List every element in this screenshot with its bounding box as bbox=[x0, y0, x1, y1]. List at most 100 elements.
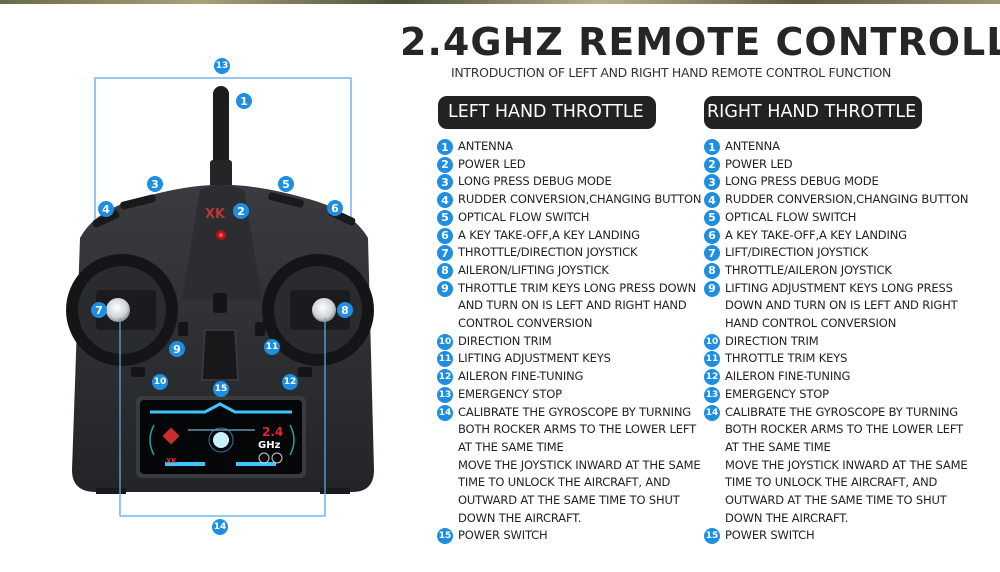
item-text: POWER SWITCH bbox=[458, 528, 548, 543]
item-text: OUTWARD AT THE SAME TIME TO SHUT bbox=[458, 493, 680, 508]
number-badge-icon: 1 bbox=[437, 139, 453, 155]
callout-11: 11 bbox=[264, 339, 280, 355]
list-item: 10 DIRECTION TRIM bbox=[704, 333, 994, 351]
list-item: 6 A KEY TAKE-OFF,A KEY LANDING bbox=[437, 227, 699, 245]
list-item: 7 LIFT/DIRECTION JOYSTICK bbox=[704, 244, 994, 262]
callout-7: 7 bbox=[91, 302, 107, 318]
item-text: EMERGENCY STOP bbox=[458, 386, 562, 401]
item-text: A KEY TAKE-OFF,A KEY LANDING bbox=[725, 227, 907, 242]
number-badge-icon: 4 bbox=[437, 192, 453, 209]
controller-illustration: 2.4 GHz XK XK 1 2 3 4 5 6 7 8 9 10 11 12… bbox=[0, 0, 400, 572]
item-text: DOWN AND TURN ON IS LEFT AND RIGHT bbox=[725, 298, 958, 313]
number-badge-icon: 5 bbox=[437, 209, 453, 226]
number-badge-icon: 2 bbox=[704, 156, 720, 173]
list-item: 13 EMERGENCY STOP bbox=[437, 386, 699, 404]
list-item: 4 RUDDER CONVERSION,CHANGING BUTTON bbox=[437, 191, 702, 209]
item-text: DIRECTION TRIM bbox=[458, 333, 552, 348]
item-text: TIME TO UNLOCK THE AIRCRAFT, AND bbox=[458, 475, 671, 490]
item-text: CONTROL CONVERSION bbox=[458, 316, 593, 331]
item-text: ANTENNA bbox=[458, 139, 513, 153]
item-text: AT THE SAME TIME bbox=[725, 439, 831, 454]
list-item: 15 POWER SWITCH bbox=[437, 527, 699, 545]
item-text: AT THE SAME TIME bbox=[458, 439, 564, 454]
callout-8: 8 bbox=[337, 302, 353, 318]
list-item: 14 CALIBRATE THE GYROSCOPE BY TURNING BOTH… bbox=[704, 404, 994, 528]
item-text: DOWN THE AIRCRAFT. bbox=[725, 510, 849, 525]
screen-frequency: 2.4 bbox=[262, 425, 283, 439]
list-item: 10 DIRECTION TRIM bbox=[437, 333, 699, 351]
item-text: LIFT/DIRECTION JOYSTICK bbox=[725, 245, 869, 260]
callout-9: 9 bbox=[169, 341, 185, 357]
screen-unit: GHz bbox=[258, 440, 281, 451]
item-text: AILERON FINE-TUNING bbox=[458, 369, 584, 384]
number-badge-icon: 1 bbox=[704, 139, 720, 155]
number-badge-icon: 14 bbox=[437, 404, 453, 421]
number-badge-icon: 9 bbox=[437, 280, 453, 297]
item-text: BOTH ROCKER ARMS TO THE LOWER LEFT bbox=[458, 422, 696, 437]
item-text: OPTICAL FLOW SWITCH bbox=[725, 209, 857, 224]
callout-14: 14 bbox=[212, 519, 228, 535]
item-text: CALIBRATE THE GYROSCOPE BY TURNING bbox=[725, 404, 959, 419]
list-item: 1 ANTENNA bbox=[704, 138, 994, 156]
item-text: RUDDER CONVERSION,CHANGING BUTTON bbox=[725, 192, 969, 207]
callout-1: 1 bbox=[236, 93, 252, 109]
number-badge-icon: 2 bbox=[437, 156, 453, 173]
body-brand-logo: XK bbox=[205, 207, 226, 222]
item-text: LIFTING ADJUSTMENT KEYS bbox=[458, 351, 611, 366]
page-subtitle: INTRODUCTION OF LEFT AND RIGHT HAND REMO… bbox=[451, 65, 892, 80]
item-text: ANTENNA bbox=[725, 139, 780, 153]
item-text: THROTTLE TRIM KEYS LONG PRESS DOWN bbox=[458, 280, 697, 295]
number-badge-icon: 6 bbox=[437, 227, 453, 244]
callout-10: 10 bbox=[152, 374, 168, 390]
item-text: MOVE THE JOYSTICK INWARD AT THE SAME bbox=[725, 457, 968, 472]
item-text: BOTH ROCKER ARMS TO THE LOWER LEFT bbox=[725, 422, 963, 437]
top-decorative-strip bbox=[0, 0, 1000, 4]
item-text: AND TURN ON IS LEFT AND RIGHT HAND bbox=[458, 298, 687, 313]
item-text: RUDDER CONVERSION,CHANGING BUTTON bbox=[458, 192, 702, 207]
number-badge-icon: 10 bbox=[704, 333, 720, 350]
callout-15: 15 bbox=[213, 381, 229, 397]
list-item: 2 POWER LED bbox=[437, 156, 699, 174]
number-badge-icon: 10 bbox=[437, 333, 453, 350]
right-hand-heading: RIGHT HAND THROTTLE bbox=[704, 96, 922, 129]
number-badge-icon: 11 bbox=[704, 351, 720, 368]
item-text: A KEY TAKE-OFF,A KEY LANDING bbox=[458, 227, 640, 242]
callout-13: 13 bbox=[214, 58, 230, 74]
number-badge-icon: 15 bbox=[437, 528, 453, 545]
callout-6: 6 bbox=[327, 200, 343, 216]
item-text: CALIBRATE THE GYROSCOPE BY TURNING bbox=[458, 404, 692, 419]
item-text: AILERON FINE-TUNING bbox=[725, 369, 851, 384]
number-badge-icon: 14 bbox=[704, 404, 720, 421]
item-text: TIME TO UNLOCK THE AIRCRAFT, AND bbox=[725, 475, 938, 490]
number-badge-icon: 3 bbox=[437, 174, 453, 191]
item-text: POWER LED bbox=[458, 156, 526, 171]
number-badge-icon: 15 bbox=[704, 528, 720, 545]
item-text: DIRECTION TRIM bbox=[725, 333, 819, 348]
number-badge-icon: 7 bbox=[704, 245, 720, 262]
item-text: OUTWARD AT THE SAME TIME TO SHUT bbox=[725, 493, 947, 508]
number-badge-icon: 8 bbox=[437, 262, 453, 279]
left-hand-heading: LEFT HAND THROTTLE bbox=[438, 96, 656, 129]
number-badge-icon: 6 bbox=[704, 227, 720, 244]
number-badge-icon: 13 bbox=[437, 386, 453, 403]
number-badge-icon: 9 bbox=[704, 280, 720, 297]
item-text: MOVE THE JOYSTICK INWARD AT THE SAME bbox=[458, 457, 701, 472]
item-text: THROTTLE/DIRECTION JOYSTICK bbox=[458, 245, 638, 260]
list-item: 1 ANTENNA bbox=[437, 138, 699, 156]
item-text: AILERON/LIFTING JOYSTICK bbox=[458, 262, 609, 277]
